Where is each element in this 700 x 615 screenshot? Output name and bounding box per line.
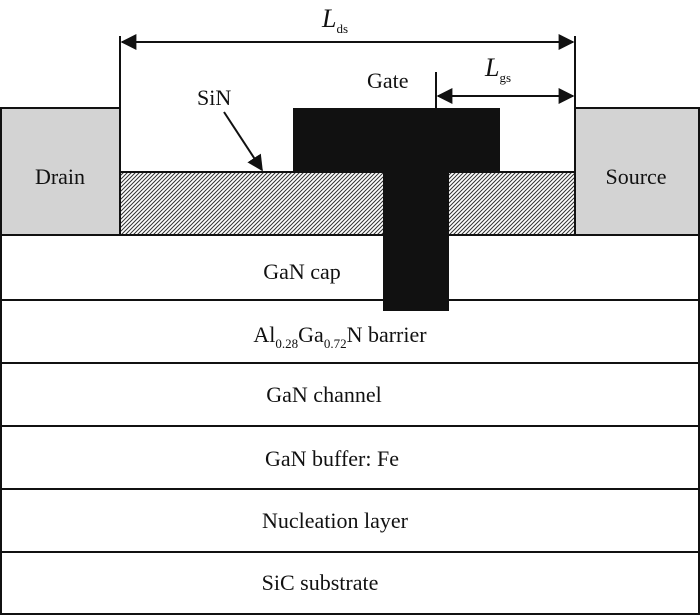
lds-label-sub: ds bbox=[336, 21, 348, 36]
layer-substrate bbox=[0, 551, 700, 615]
barrier-ga-sub: 0.72 bbox=[324, 336, 347, 351]
drain-contact bbox=[0, 107, 121, 236]
lds-label: Lds bbox=[321, 4, 348, 36]
barrier-label: Al0.28Ga0.72N barrier bbox=[253, 322, 427, 351]
substrate-label: SiC substrate bbox=[262, 570, 379, 595]
source-contact bbox=[574, 107, 700, 236]
barrier-al: Al bbox=[253, 322, 275, 347]
barrier-al-sub: 0.28 bbox=[275, 336, 298, 351]
source-label: Source bbox=[605, 164, 666, 189]
lds-label-main: L bbox=[321, 4, 336, 33]
barrier-n: N barrier bbox=[347, 322, 428, 347]
layer-barrier bbox=[0, 299, 700, 364]
layer-gan-channel bbox=[0, 362, 700, 427]
layer-gan-buffer bbox=[0, 425, 700, 490]
sin-label: SiN bbox=[197, 85, 231, 110]
barrier-ga: Ga bbox=[298, 322, 324, 347]
gate-stem bbox=[383, 108, 449, 311]
gan-buffer-label: GaN buffer: Fe bbox=[265, 446, 399, 471]
gate-label: Gate bbox=[367, 68, 409, 93]
gan-cap-label: GaN cap bbox=[263, 259, 341, 284]
sin-pointer-arrow bbox=[223, 111, 263, 172]
layer-gan-cap bbox=[0, 234, 700, 301]
lgs-label-main: L bbox=[484, 53, 499, 82]
nucleation-label: Nucleation layer bbox=[262, 508, 409, 533]
drain-label: Drain bbox=[35, 164, 85, 189]
gan-channel-label: GaN channel bbox=[266, 382, 381, 407]
layer-nucleation bbox=[0, 488, 700, 553]
lgs-label-sub: gs bbox=[499, 70, 511, 85]
lgs-label: Lgs bbox=[484, 53, 511, 85]
layer-stack bbox=[0, 234, 700, 615]
t-gate bbox=[293, 108, 500, 311]
sin-passivation-layer bbox=[119, 171, 576, 236]
